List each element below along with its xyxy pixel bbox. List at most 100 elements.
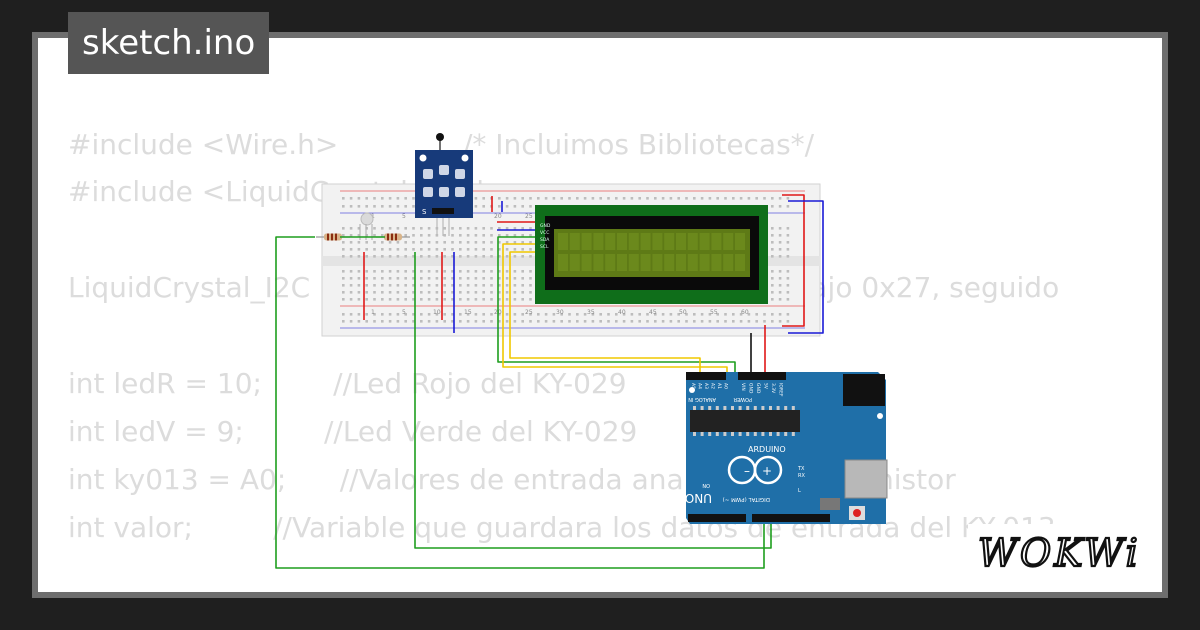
breadboard-hole bbox=[342, 255, 345, 258]
analog-pin-label: A1 bbox=[716, 383, 722, 389]
breadboard-hole bbox=[381, 291, 384, 294]
breadboard-hole bbox=[396, 291, 400, 294]
breadboard-hole bbox=[732, 313, 735, 316]
breadboard-hole bbox=[349, 227, 353, 230]
breadboard-hole bbox=[498, 270, 501, 273]
breadboard-hole bbox=[552, 197, 556, 200]
breadboard-hole bbox=[505, 270, 509, 273]
breadboard-hole bbox=[342, 205, 345, 208]
breadboard-hole bbox=[505, 291, 509, 294]
breadboard-hole bbox=[342, 313, 345, 316]
breadboard-hole bbox=[739, 320, 743, 323]
breadboard-hole bbox=[357, 248, 361, 251]
lcd-cell bbox=[581, 233, 592, 250]
breadboard-hole bbox=[724, 197, 727, 200]
chip-pin bbox=[746, 406, 750, 410]
breadboard-hole bbox=[474, 241, 478, 244]
lcd-cell bbox=[569, 233, 580, 250]
breadboard-hole bbox=[459, 320, 462, 323]
breadboard-hole bbox=[420, 248, 423, 251]
breadboard-hole bbox=[342, 291, 345, 294]
breadboard-column-label: 15 bbox=[464, 309, 472, 316]
breadboard-hole bbox=[490, 291, 493, 294]
breadboard-hole bbox=[521, 320, 524, 323]
breadboard-hole bbox=[373, 248, 376, 251]
header-digital-low bbox=[688, 514, 746, 522]
breadboard-hole bbox=[427, 313, 431, 316]
breadboard-hole bbox=[513, 291, 517, 294]
breadboard-hole bbox=[474, 291, 478, 294]
lcd-cell bbox=[593, 254, 604, 271]
arduino-model: UNO bbox=[685, 491, 712, 505]
arduino-brand: ARDUINO bbox=[748, 445, 786, 454]
breadboard-hole bbox=[505, 234, 509, 237]
breadboard-hole bbox=[466, 234, 470, 237]
breadboard-hole bbox=[474, 255, 478, 258]
lcd-cell bbox=[640, 254, 651, 271]
breadboard-hole bbox=[482, 241, 485, 244]
breadboard-hole bbox=[412, 284, 415, 287]
chip-pin bbox=[776, 432, 780, 436]
breadboard-hole bbox=[435, 241, 439, 244]
breadboard-hole bbox=[420, 298, 423, 301]
breadboard-column-label: 30 bbox=[556, 309, 564, 316]
breadboard-hole bbox=[388, 227, 392, 230]
chip-pin bbox=[708, 432, 712, 436]
code-line: #include <Wire.h> /* Incluimos Bibliotec… bbox=[68, 128, 815, 161]
breadboard-hole bbox=[700, 320, 704, 323]
breadboard-hole bbox=[474, 248, 478, 251]
lcd-cell bbox=[558, 254, 568, 271]
breadboard-hole bbox=[443, 248, 446, 251]
breadboard-hole bbox=[529, 270, 532, 273]
breadboard-hole bbox=[388, 255, 392, 258]
breadboard-hole bbox=[466, 284, 470, 287]
breadboard-hole bbox=[771, 197, 774, 200]
breadboard-hole bbox=[529, 227, 532, 230]
chip-pin bbox=[761, 432, 765, 436]
breadboard-hole bbox=[677, 313, 680, 316]
breadboard-hole bbox=[466, 320, 470, 323]
breadboard-hole bbox=[412, 255, 415, 258]
breadboard-hole bbox=[435, 291, 439, 294]
breadboard-hole bbox=[451, 255, 454, 258]
breadboard-hole bbox=[521, 241, 524, 244]
breadboard-hole bbox=[513, 277, 517, 280]
breadboard-hole bbox=[459, 277, 462, 280]
breadboard-hole bbox=[716, 197, 719, 200]
breadboard-hole bbox=[490, 313, 493, 316]
breadboard-hole bbox=[786, 205, 790, 208]
breadboard-hole bbox=[396, 277, 400, 280]
breadboard-hole bbox=[552, 320, 556, 323]
breadboard-hole bbox=[739, 197, 743, 200]
breadboard-hole bbox=[513, 284, 517, 287]
breadboard-hole bbox=[786, 298, 790, 301]
breadboard-hole bbox=[482, 255, 485, 258]
breadboard-hole bbox=[505, 313, 509, 316]
breadboard-hole bbox=[427, 270, 431, 273]
arduino-logo-minus: – bbox=[744, 464, 750, 478]
breadboard-hole bbox=[552, 313, 556, 316]
breadboard-hole bbox=[607, 197, 610, 200]
breadboard-hole bbox=[357, 227, 361, 230]
breadboard-hole bbox=[724, 313, 727, 316]
wire-blue-rail bbox=[788, 200, 824, 334]
breadboard-hole bbox=[724, 320, 727, 323]
sensor-pad bbox=[423, 169, 433, 179]
breadboard-hole bbox=[435, 298, 439, 301]
arduino-logo-plus: + bbox=[762, 464, 772, 478]
lcd-cell bbox=[569, 254, 580, 271]
file-tab[interactable]: sketch.ino bbox=[68, 12, 270, 74]
breadboard-hole bbox=[420, 284, 423, 287]
breadboard-hole bbox=[513, 234, 517, 237]
rgb-led bbox=[360, 212, 374, 226]
breadboard-hole bbox=[451, 277, 454, 280]
breadboard-column-label: 5 bbox=[402, 309, 406, 316]
breadboard-hole bbox=[357, 313, 361, 316]
breadboard-hole bbox=[677, 197, 680, 200]
breadboard-hole bbox=[700, 197, 704, 200]
breadboard-hole bbox=[716, 313, 719, 316]
breadboard-hole bbox=[412, 270, 415, 273]
breadboard-hole bbox=[693, 320, 696, 323]
breadboard-hole bbox=[349, 298, 353, 301]
breadboard-hole bbox=[498, 284, 501, 287]
